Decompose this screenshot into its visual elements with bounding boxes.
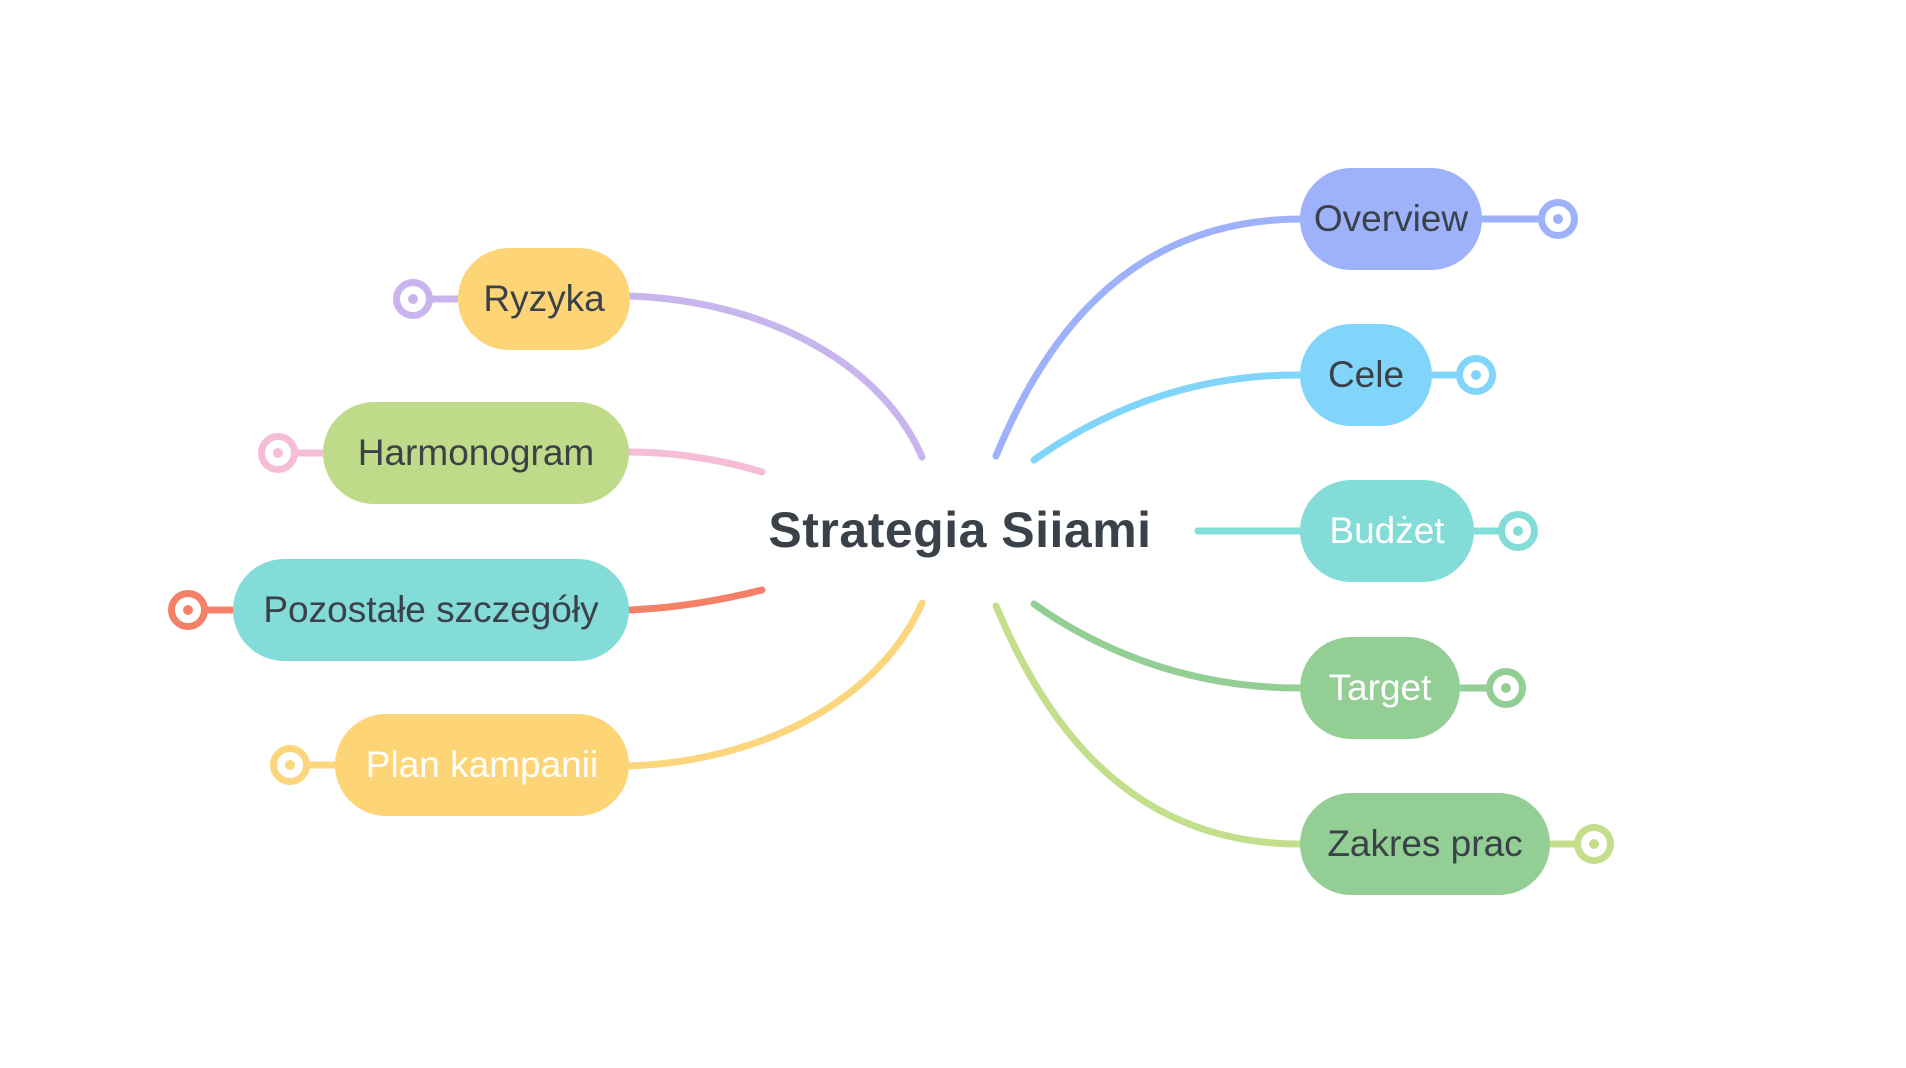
topic-budzet[interactable]: Budżet: [1300, 480, 1474, 582]
collapse-toggle-icon[interactable]: [168, 590, 208, 630]
branch-connector: [624, 586, 766, 614]
collapse-toggle-icon[interactable]: [1498, 511, 1538, 551]
topic-pozostale-szczegoly[interactable]: Pozostałe szczegóły: [233, 559, 629, 661]
topic-ryzyka[interactable]: Ryzyka: [458, 248, 630, 350]
branch-connector: [992, 215, 1304, 460]
topic-harmonogram[interactable]: Harmonogram: [323, 402, 629, 504]
central-topic[interactable]: Strategia Siiami: [768, 502, 1152, 558]
topic-zakres-prac[interactable]: Zakres prac: [1300, 793, 1550, 895]
collapse-toggle-icon[interactable]: [1456, 355, 1496, 395]
branch-connector: [1030, 371, 1304, 464]
collapse-toggle-icon[interactable]: [393, 279, 433, 319]
collapse-toggle-icon[interactable]: [1538, 199, 1578, 239]
branch-connector: [624, 599, 926, 770]
branch-connector: [992, 602, 1304, 848]
topic-plan-kampanii[interactable]: Plan kampanii: [335, 714, 629, 816]
branch-connector: [624, 292, 926, 461]
branch-connector: [1030, 600, 1304, 692]
topic-overview[interactable]: Overview: [1300, 168, 1482, 270]
collapse-toggle-icon[interactable]: [258, 433, 298, 473]
collapse-toggle-icon[interactable]: [1574, 824, 1614, 864]
topic-cele[interactable]: Cele: [1300, 324, 1432, 426]
collapse-toggle-icon[interactable]: [270, 745, 310, 785]
topic-target[interactable]: Target: [1300, 637, 1460, 739]
branch-connector: [624, 448, 766, 476]
collapse-toggle-icon[interactable]: [1486, 668, 1526, 708]
